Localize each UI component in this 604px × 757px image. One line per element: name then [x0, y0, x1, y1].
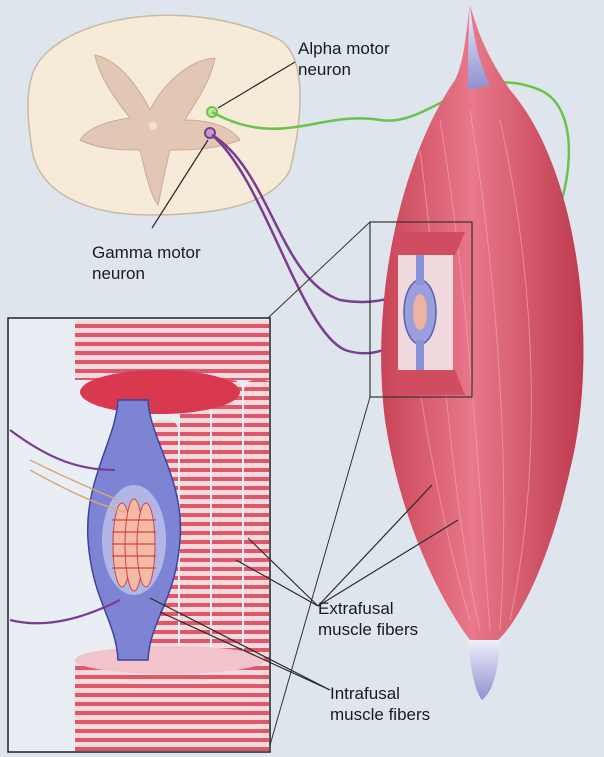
magnified-inset — [8, 318, 280, 755]
spinal-cord-cross-section — [28, 15, 300, 215]
extrafusal-muscle-fibers-label: Extrafusal muscle fibers — [318, 598, 418, 640]
alpha-motor-neuron-label: Alpha motor neuron — [298, 38, 390, 80]
gamma-motor-neuron-label: Gamma motor neuron — [92, 242, 201, 284]
intrafusal-muscle-fibers-label: Intrafusal muscle fibers — [330, 683, 430, 725]
